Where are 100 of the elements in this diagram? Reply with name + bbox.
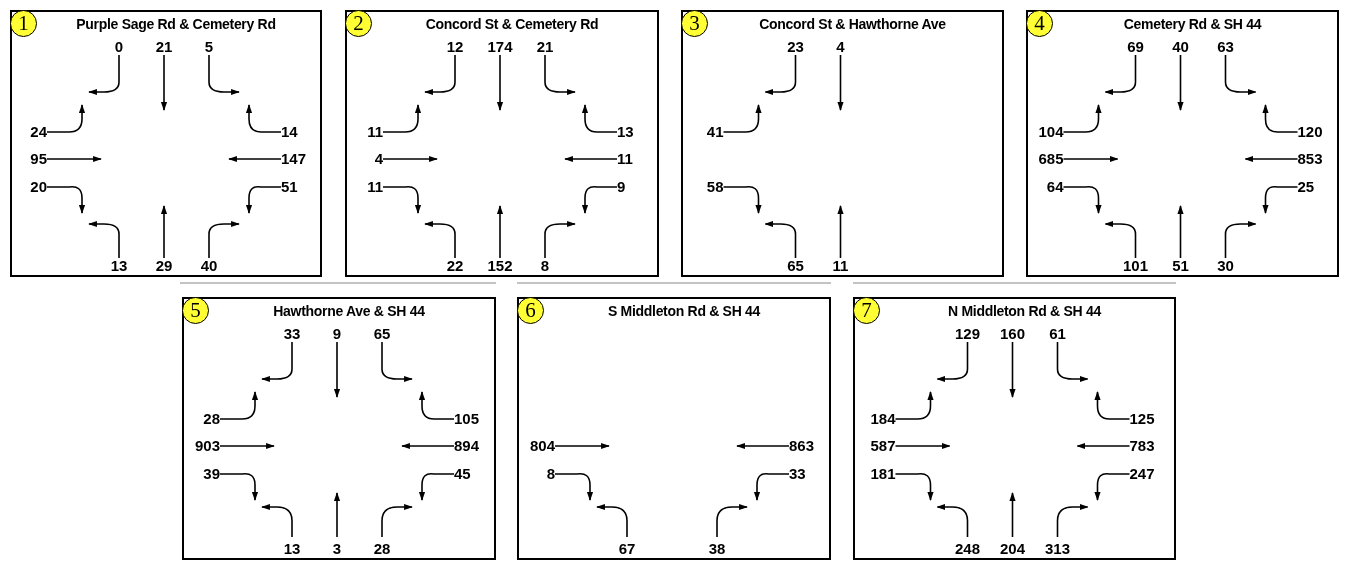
traffic-volume: 129	[955, 326, 980, 342]
turn-movement-arrow	[1062, 185, 1102, 214]
turn-movement-arrow	[1104, 54, 1137, 96]
traffic-volume: 25	[1297, 179, 1315, 195]
traffic-volume: 69	[1127, 39, 1144, 55]
number-badge: 1	[10, 10, 37, 37]
traffic-volume: 40	[1172, 39, 1189, 55]
number-badge: 2	[345, 10, 372, 37]
turn-movement-arrow	[564, 155, 618, 163]
traffic-volume: 61	[1049, 326, 1066, 342]
turn-movement-arrow	[1244, 155, 1299, 163]
turn-movement-arrow	[424, 220, 456, 259]
traffic-volume: 4	[374, 151, 383, 167]
traffic-volume: 38	[708, 541, 726, 557]
turn-movement-arrow	[46, 104, 86, 133]
traffic-volume: 783	[1129, 438, 1155, 454]
turn-movement-arrow	[1009, 492, 1016, 538]
turn-movement-arrow	[1177, 205, 1184, 259]
turn-movement-arrow	[544, 54, 576, 96]
traffic-volume: 23	[787, 39, 804, 55]
traffic-volume: 39	[203, 466, 220, 482]
traffic-volume: 64	[1046, 179, 1064, 195]
turn-movement-arrow	[261, 341, 293, 383]
turn-movement-arrow	[581, 185, 618, 214]
traffic-volume: 33	[283, 326, 301, 342]
turn-movement-arrow	[418, 472, 455, 501]
traffic-volume: 14	[281, 124, 298, 140]
turn-movement-arrow	[381, 503, 413, 538]
traffic-volume: 12	[446, 39, 464, 55]
traffic-volume: 125	[1129, 411, 1155, 427]
turn-movement-arrow	[1177, 54, 1184, 111]
traffic-volume: 853	[1297, 151, 1323, 167]
turn-movement-arrow	[88, 54, 120, 96]
traffic-volume: 11	[832, 258, 849, 274]
turn-movement-arrow	[894, 472, 934, 501]
traffic-volume: 248	[955, 541, 980, 557]
turn-movement-arrow	[596, 503, 628, 538]
turn-movement-arrow	[219, 391, 259, 420]
turn-movement-arrow	[496, 54, 504, 111]
turn-movement-arrow	[722, 104, 762, 133]
traffic-volume: 184	[870, 411, 896, 427]
traffic-volume: 863	[789, 438, 815, 454]
intersection-panel	[681, 10, 1004, 277]
traffic-volume: 29	[155, 258, 173, 274]
turn-movement-arrow	[581, 104, 618, 133]
traffic-volume: 51	[281, 179, 298, 195]
turn-movement-arrow	[722, 185, 762, 214]
intersection-title: Concord St & Cemetery Rd	[425, 16, 599, 32]
traffic-volume: 45	[454, 466, 471, 482]
turn-movement-arrow	[418, 391, 455, 420]
turn-movement-arrow	[245, 104, 282, 133]
traffic-volume: 160	[1000, 326, 1025, 342]
number-badge: 6	[517, 297, 544, 324]
traffic-volume: 22	[446, 258, 464, 274]
intersection-title: N Middleton Rd & SH 44	[948, 303, 1101, 319]
turn-movement-arrow	[228, 155, 282, 163]
traffic-volume: 147	[281, 151, 307, 167]
turn-movement-arrow	[1062, 104, 1102, 133]
traffic-volume: 4	[836, 39, 845, 55]
turn-movement-arrow	[1009, 341, 1016, 398]
traffic-volume: 21	[155, 39, 173, 55]
traffic-volume: 65	[373, 326, 391, 342]
turn-movement-arrow	[496, 205, 504, 259]
turn-movement-arrow	[245, 185, 282, 214]
traffic-volume: 67	[618, 541, 636, 557]
traffic-volume: 8	[546, 466, 555, 482]
turn-movement-arrow	[894, 391, 934, 420]
turn-movement-arrow	[208, 220, 240, 259]
traffic-volume: 174	[487, 39, 513, 55]
intersection-panel	[182, 297, 496, 560]
turn-movement-arrow	[1224, 220, 1257, 259]
traffic-volume: 152	[487, 258, 513, 274]
traffic-volume: 894	[454, 438, 480, 454]
traffic-volume: 5	[204, 39, 214, 55]
turn-movement-arrow	[261, 503, 293, 538]
turn-movement-arrow	[1094, 391, 1131, 420]
turn-movement-arrow	[1094, 472, 1131, 501]
traffic-volume: 9	[617, 179, 626, 195]
traffic-volume: 11	[367, 179, 383, 195]
turn-movement-arrow	[1056, 503, 1089, 538]
traffic-volume: 95	[30, 151, 47, 167]
traffic-volume: 40	[200, 258, 218, 274]
traffic-volume: 65	[787, 258, 804, 274]
turn-movement-arrow	[1262, 104, 1299, 133]
turn-movement-arrow	[333, 341, 341, 398]
turn-movement-arrow	[936, 341, 969, 383]
turn-movement-arrow	[208, 54, 240, 96]
traffic-volume: 685	[1038, 151, 1064, 167]
intersection-title: Purple Sage Rd & Cemetery Rd	[76, 16, 276, 32]
traffic-volume: 58	[706, 179, 724, 195]
turn-movement-arrow	[160, 54, 168, 111]
turn-movement-arrow	[160, 205, 168, 259]
intersection-panel	[10, 10, 322, 277]
turn-movement-arrow	[764, 220, 797, 259]
traffic-volume: 51	[1172, 258, 1189, 274]
turn-movement-arrow	[381, 341, 413, 383]
turn-movement-arrow	[424, 54, 456, 96]
intersection-title: S Middleton Rd & SH 44	[607, 303, 761, 319]
turn-movement-arrow	[753, 472, 790, 501]
traffic-volume: 247	[1129, 466, 1155, 482]
